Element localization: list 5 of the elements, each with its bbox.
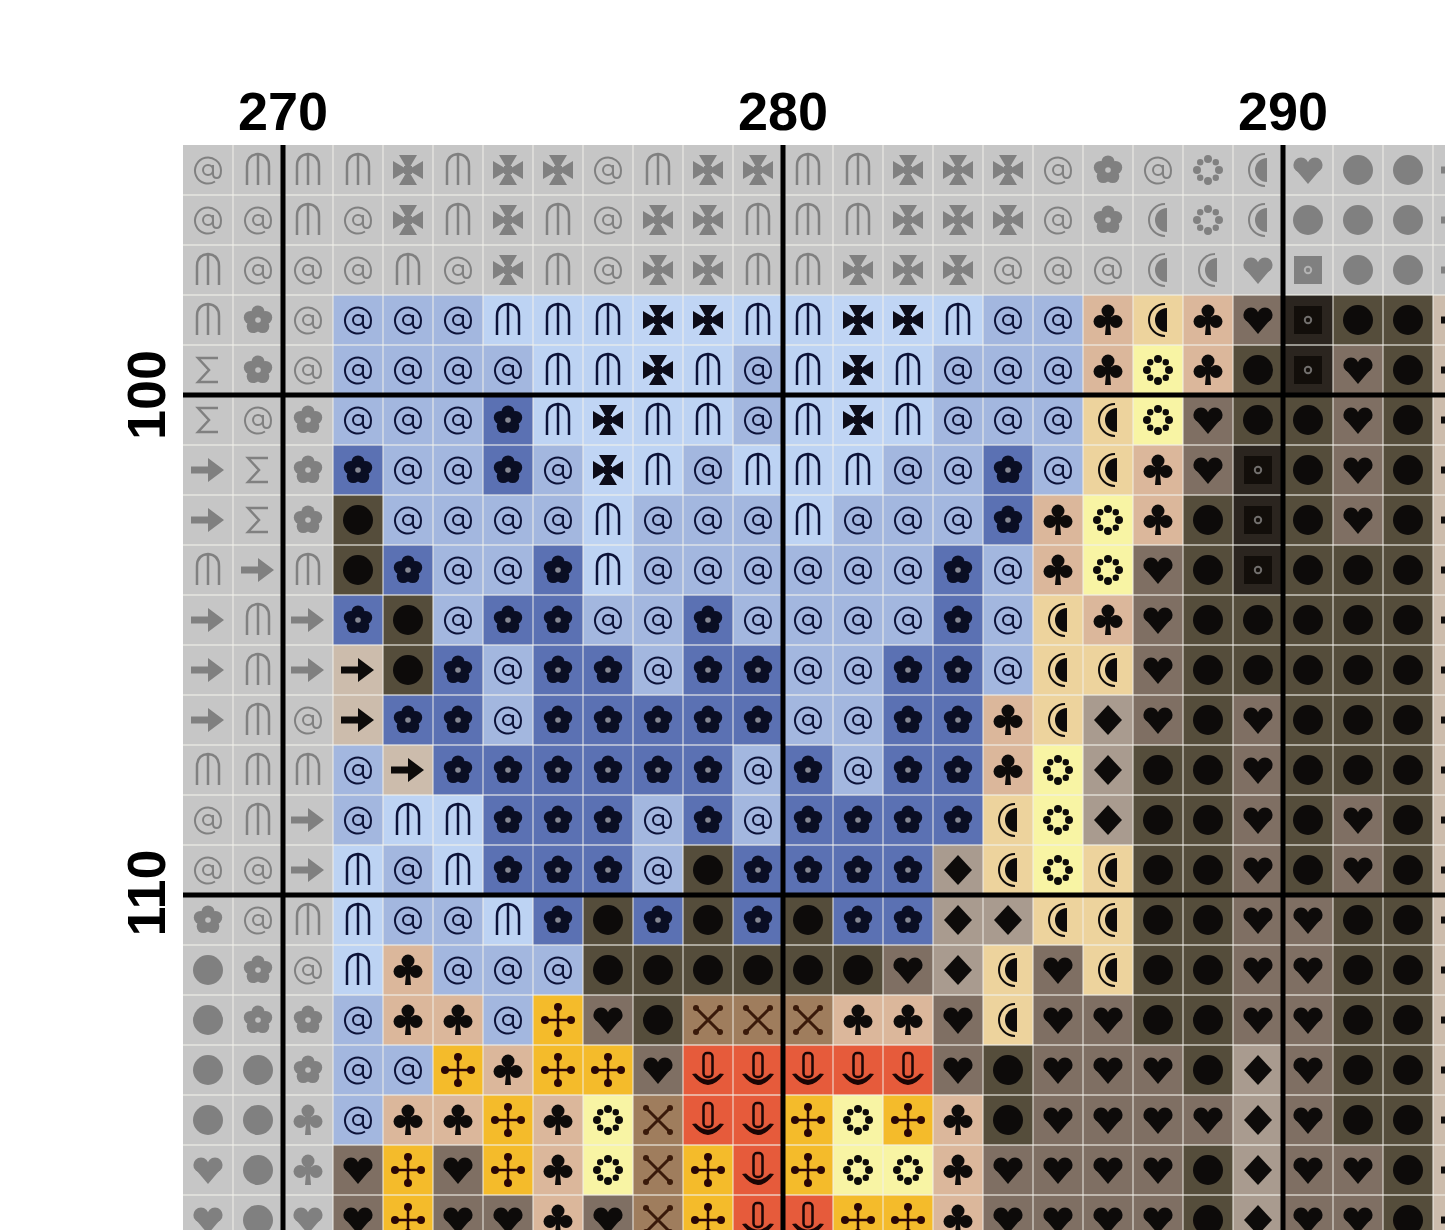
row-number: 110: [119, 849, 173, 937]
column-number: 290: [1237, 84, 1329, 138]
row-number: 100: [119, 349, 173, 441]
column-number: 280: [737, 84, 829, 138]
column-number: 270: [237, 84, 329, 138]
